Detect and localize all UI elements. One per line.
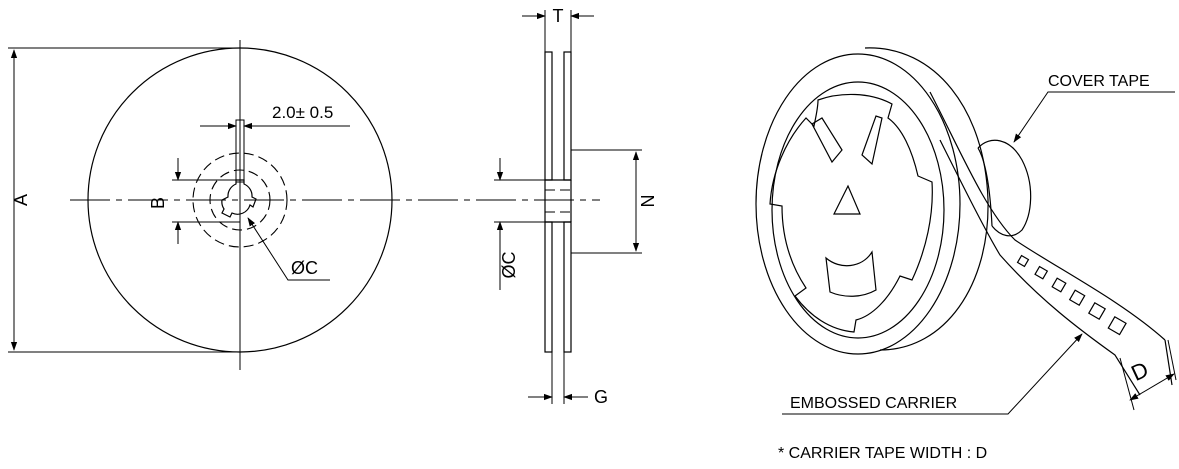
- embossed-carrier-label: EMBOSSED CARRIER: [790, 395, 957, 412]
- tape-pocket: [1016, 254, 1030, 268]
- carrier-tape-lower-edge: [939, 139, 1141, 396]
- dim-D-line: [1129, 373, 1175, 401]
- reel-back-flange: [864, 47, 989, 351]
- front-view: A B 2.0± 0.5 ØC: [8, 40, 600, 370]
- dim-A-label: A: [11, 194, 31, 206]
- reel-front-flange: [755, 53, 961, 355]
- right-flange-bottom: [563, 221, 572, 353]
- cover-tape: [977, 139, 1032, 237]
- dim-D-ext-2: [1167, 339, 1177, 381]
- cover-tape-edge: [977, 147, 993, 227]
- reel-window-1: [811, 117, 843, 164]
- reel-window-4: [825, 250, 877, 297]
- perspective-view: D COVER TAPE EMBOSSED CARRIER * CARRIER …: [755, 47, 1177, 462]
- cover-tape-label: COVER TAPE: [1048, 73, 1150, 90]
- left-flange-bottom: [544, 221, 553, 353]
- dim-N-label: N: [638, 195, 658, 208]
- tape-pocket: [1107, 315, 1127, 336]
- side-view: T N ØC G: [494, 6, 658, 407]
- dim-D-ext-1: [1119, 357, 1135, 411]
- carrier-tape-width-note: * CARRIER TAPE WIDTH : D: [778, 445, 987, 462]
- cover-tape-leader: [1013, 91, 1175, 143]
- tape-pocket: [1068, 289, 1086, 307]
- tape-pocket: [1051, 277, 1067, 293]
- embossed-carrier-leader: [782, 333, 1083, 415]
- carrier-tape-upper-edge: [929, 91, 1166, 341]
- reel-hub-face: [769, 93, 933, 333]
- dim-G-label: G: [594, 387, 608, 407]
- dim-C-label: ØC: [291, 258, 318, 278]
- right-flange-top: [563, 51, 572, 181]
- reel-window-2: [861, 115, 883, 166]
- left-flange-top: [544, 51, 553, 181]
- dim-B-label: B: [148, 197, 168, 209]
- hub-dashed-circle: [192, 152, 288, 248]
- dim-C-leader: [247, 217, 330, 281]
- tape-pocket: [1034, 265, 1049, 280]
- dim-T-label: T: [553, 6, 564, 26]
- tape-pocket: [1087, 301, 1107, 321]
- dim-C-side-label: ØC: [499, 251, 519, 278]
- reel-inner-rim: [771, 81, 945, 339]
- reel-window-3: [833, 184, 861, 215]
- arbor-hole: [221, 179, 257, 218]
- slot-width-label: 2.0± 0.5: [272, 103, 333, 122]
- tape-pockets: [1016, 254, 1127, 336]
